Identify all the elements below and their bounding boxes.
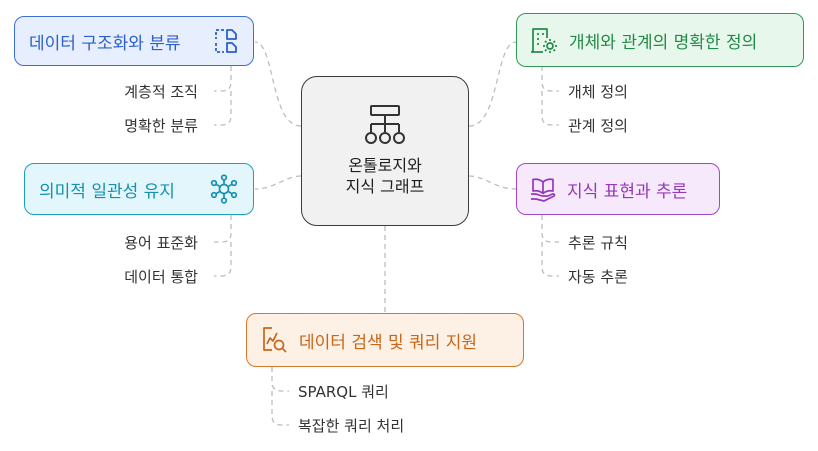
connector-center-data-structuring xyxy=(254,41,302,127)
connector-leaf-1 xyxy=(214,66,232,92)
branch-entity-relation-title: 개체와 관계의 명확한 정의 xyxy=(569,32,758,53)
connector-leaf-7 xyxy=(541,215,559,243)
leaf-entity-definition: 개체 정의 xyxy=(568,83,628,101)
leaf-hierarchical-organization: 계층적 조직 xyxy=(124,83,198,101)
network-gear-icon xyxy=(210,174,238,204)
document-split-icon xyxy=(215,29,237,53)
center-title: 온톨로지와 지식 그래프 xyxy=(345,156,425,196)
branch-knowledge-reasoning-title: 지식 표현과 추론 xyxy=(567,181,688,202)
connector-center-entity-relation xyxy=(468,41,517,127)
leaf-term-standardization: 용어 표준화 xyxy=(124,234,198,252)
connector-leaf-5 xyxy=(214,215,232,243)
branch-semantic-consistency-title: 의미적 일관성 유지 xyxy=(39,181,175,202)
leaf-sparql-query: SPARQL 쿼리 xyxy=(298,383,389,401)
center-node: 온톨로지와 지식 그래프 xyxy=(301,76,469,226)
connector-center-semantic-consistency xyxy=(254,175,302,190)
connector-leaf-10 xyxy=(271,391,289,426)
branch-data-structuring-title: 데이터 구조화와 분류 xyxy=(29,33,181,54)
branch-data-search: 데이터 검색 및 쿼리 지원 xyxy=(246,313,524,367)
branch-knowledge-reasoning: 지식 표현과 추론 xyxy=(516,163,720,215)
connector-leaf-4 xyxy=(541,91,559,126)
open-book-hand-icon xyxy=(531,178,556,202)
leaf-data-integration: 데이터 통합 xyxy=(124,268,198,286)
building-gear-icon xyxy=(531,28,557,53)
connector-leaf-6 xyxy=(214,242,232,277)
chart-search-icon xyxy=(263,327,287,353)
branch-data-search-title: 데이터 검색 및 쿼리 지원 xyxy=(299,332,478,353)
leaf-automatic-inference: 자동 추론 xyxy=(568,268,628,286)
connector-center-knowledge-reasoning xyxy=(468,175,517,190)
connector-leaf-8 xyxy=(541,242,559,277)
branch-semantic-consistency: 의미적 일관성 유지 xyxy=(24,163,254,215)
branch-data-structuring: 데이터 구조화와 분류 xyxy=(14,16,254,66)
branch-entity-relation: 개체와 관계의 명확한 정의 xyxy=(516,13,804,67)
leaf-relation-definition: 관계 정의 xyxy=(568,117,628,135)
connector-leaf-9 xyxy=(271,367,289,392)
leaf-clear-classification: 명확한 분류 xyxy=(124,117,198,135)
leaf-inference-rules: 추론 규칙 xyxy=(568,234,628,252)
leaf-complex-query-processing: 복잡한 쿼리 처리 xyxy=(298,417,405,435)
hierarchy-icon xyxy=(365,105,405,145)
connector-leaf-3 xyxy=(541,66,559,92)
connector-leaf-2 xyxy=(214,91,232,126)
